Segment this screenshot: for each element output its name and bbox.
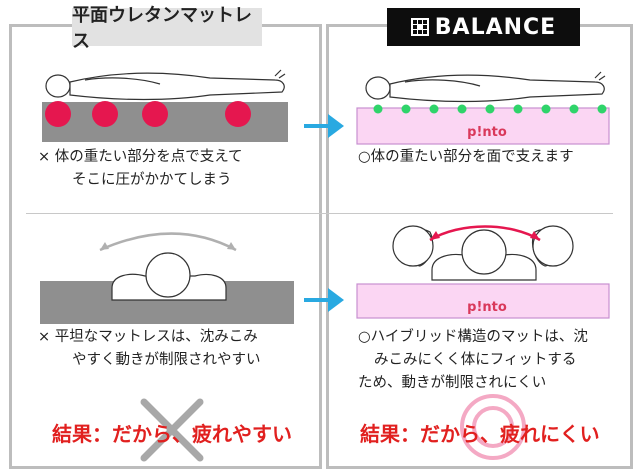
top-left-caption-line1: × 体の重たい部分を点で支えて <box>38 149 243 165</box>
pressure-points <box>45 101 251 127</box>
pinto-label-bottom: p!nto <box>467 300 507 315</box>
top-left-caption-line2: そこに圧がかかてしまう <box>72 172 232 188</box>
result-left: 結果：だから、疲れやすい <box>52 422 292 446</box>
circle-mark-icon <box>460 394 526 460</box>
pinto-mattress-bottom <box>356 283 610 319</box>
cross-mark-icon <box>140 398 204 462</box>
top-right-caption-line1: ○体の重たい部分を面で支えます <box>358 149 574 165</box>
pinto-mattress-top <box>356 107 610 145</box>
bottom-left-caption-line2: やすく動きが制限されやすい <box>72 352 261 368</box>
result-right: 結果：だから、疲れにくい <box>360 422 600 446</box>
free-motion-arrow <box>429 225 541 242</box>
support-dots <box>373 104 607 114</box>
right-header-label: BALANCE <box>434 14 557 40</box>
top-right-caption: ○体の重たい部分を面で支えます <box>358 146 574 169</box>
arrow-right-icon <box>304 114 344 138</box>
section-divider <box>26 213 613 214</box>
restricted-motion-arrow <box>99 232 237 252</box>
bottom-right-caption-line3: ため、動きが制限されにくい <box>358 375 547 391</box>
bottom-right-caption: ○ハイブリッド構造のマットは、沈 みこみにくく体にフィットする ため、動きが制限… <box>358 326 588 395</box>
top-left-caption: × 体の重たい部分を点で支えて そこに圧がかかてしまう <box>38 146 243 192</box>
lying-person-figure-right <box>365 71 606 103</box>
pinto-label-top: p!nto <box>467 125 507 140</box>
bottom-left-caption-line1: × 平坦なマットレスは、沈みこみ <box>38 329 258 345</box>
sunken-body-figure <box>111 252 227 301</box>
right-header: BALANCE <box>387 8 580 46</box>
bottom-right-caption-line1: ○ハイブリッド構造のマットは、沈 <box>358 329 588 345</box>
body-figure-right <box>392 225 574 281</box>
balance-logo-icon <box>410 18 429 36</box>
lying-person-figure-left <box>45 69 286 101</box>
bottom-left-caption: × 平坦なマットレスは、沈みこみ やすく動きが制限されやすい <box>38 326 261 372</box>
left-header: 平面ウレタンマットレス <box>72 5 262 52</box>
bottom-right-caption-line2: みこみにくく体にフィットする <box>374 352 577 368</box>
arrow-right-icon <box>304 288 344 312</box>
